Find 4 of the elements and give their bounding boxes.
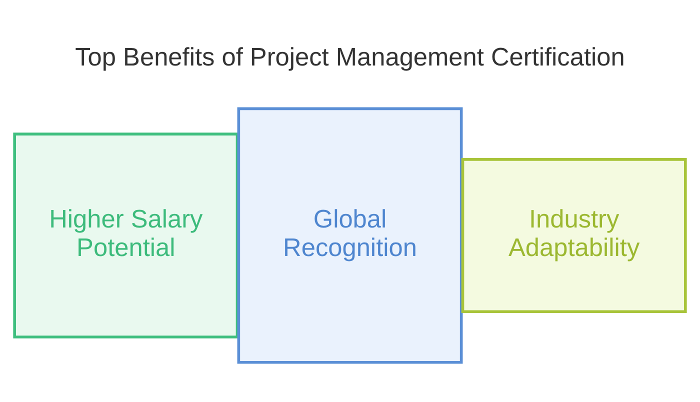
diagram-title: Top Benefits of Project Management Certification	[75, 44, 625, 72]
node-box: Industry Adaptability	[461, 158, 687, 314]
node-box: Global Recognition	[237, 107, 463, 364]
node-box: Higher Salary Potential	[13, 132, 239, 338]
